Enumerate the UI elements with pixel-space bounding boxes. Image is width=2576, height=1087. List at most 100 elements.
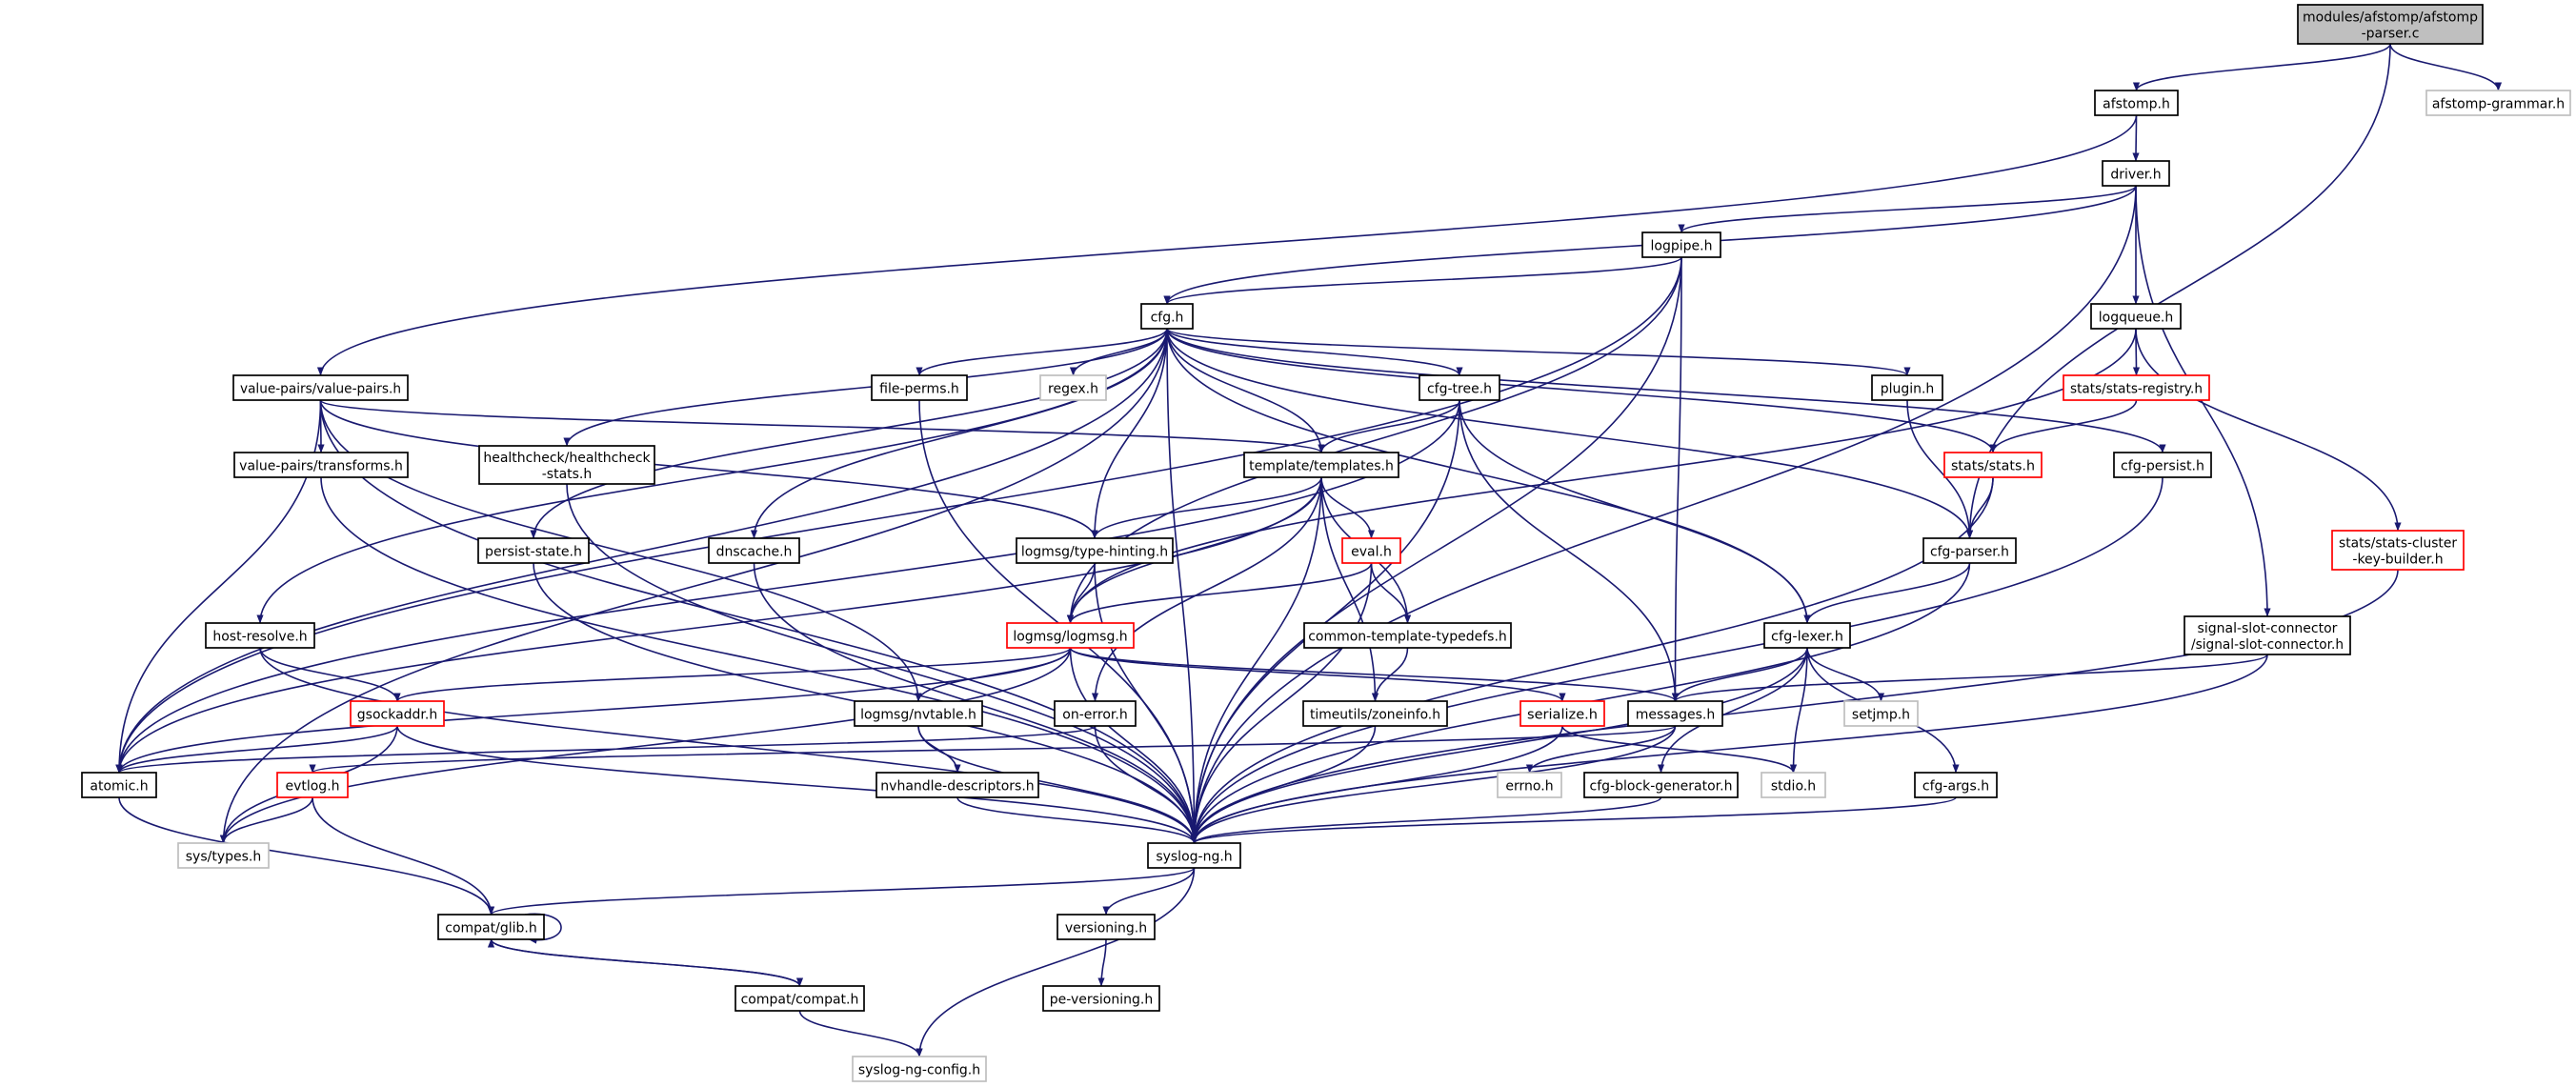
node-box[interactable]: [1016, 537, 1174, 564]
node-box[interactable]: [852, 1056, 987, 1082]
node-box[interactable]: [1147, 842, 1241, 869]
node-box[interactable]: [1341, 537, 1401, 564]
node-box[interactable]: [2102, 160, 2170, 187]
node-box[interactable]: [177, 842, 270, 869]
node-box[interactable]: [2063, 374, 2210, 401]
node-box[interactable]: [2113, 452, 2212, 478]
node-box[interactable]: [2425, 90, 2571, 116]
node-templates[interactable]: template/templates.h: [1243, 452, 1399, 478]
node-box[interactable]: [1871, 374, 1943, 401]
node-messages[interactable]: messages.h: [1627, 700, 1723, 727]
node-box[interactable]: [1140, 303, 1194, 330]
node-box[interactable]: [477, 537, 590, 564]
node-box[interactable]: [1419, 374, 1500, 401]
node-typehinting[interactable]: logmsg/type-hinting.h: [1016, 537, 1174, 564]
node-persiststate[interactable]: persist-state.h: [477, 537, 590, 564]
node-box[interactable]: [1039, 374, 1107, 401]
node-dnscache[interactable]: dnscache.h: [708, 537, 800, 564]
node-logmsg[interactable]: logmsg/logmsg.h: [1006, 622, 1135, 649]
node-slot[interactable]: signal-slot-connector/signal-slot-connec…: [2184, 615, 2351, 655]
node-root[interactable]: modules/afstomp/afstomp-parser.c: [2297, 4, 2484, 45]
node-box[interactable]: [1042, 985, 1160, 1012]
node-box[interactable]: [1519, 700, 1605, 727]
node-valuepairs[interactable]: value-pairs/value-pairs.h: [232, 374, 409, 401]
node-box[interactable]: [2094, 90, 2179, 116]
node-box[interactable]: [205, 622, 315, 649]
node-blockgen[interactable]: cfg-block-generator.h: [1583, 772, 1739, 798]
node-setjmp[interactable]: setjmp.h: [1843, 700, 1919, 727]
node-peversioning[interactable]: pe-versioning.h: [1042, 985, 1160, 1012]
node-cfgparser[interactable]: cfg-parser.h: [1922, 537, 2017, 564]
node-afstomp[interactable]: afstomp.h: [2094, 90, 2179, 116]
node-box[interactable]: [1583, 772, 1739, 798]
node-box[interactable]: [1627, 700, 1723, 727]
node-cfglexer[interactable]: cfg-lexer.h: [1763, 622, 1851, 649]
node-glib[interactable]: compat/glib.h: [437, 914, 545, 940]
node-cfgargs[interactable]: cfg-args.h: [1914, 772, 1998, 798]
node-box[interactable]: [81, 772, 157, 798]
node-box[interactable]: [350, 700, 445, 727]
node-box[interactable]: [1057, 914, 1156, 940]
node-regex[interactable]: regex.h: [1039, 374, 1107, 401]
node-logqueue[interactable]: logqueue.h: [2090, 303, 2182, 330]
node-box[interactable]: [2090, 303, 2182, 330]
node-box[interactable]: [437, 914, 545, 940]
node-box[interactable]: [1761, 772, 1826, 798]
node-box[interactable]: [1943, 452, 2043, 478]
node-nvhandle[interactable]: nvhandle-descriptors.h: [875, 772, 1039, 798]
node-fileperms[interactable]: file-perms.h: [871, 374, 968, 401]
node-box[interactable]: [708, 537, 800, 564]
node-box[interactable]: [1914, 772, 1998, 798]
node-statsreg[interactable]: stats/stats-registry.h: [2063, 374, 2210, 401]
node-versioning[interactable]: versioning.h: [1057, 914, 1156, 940]
node-stats[interactable]: stats/stats.h: [1943, 452, 2043, 478]
node-box[interactable]: [2297, 4, 2484, 45]
node-config[interactable]: syslog-ng-config.h: [852, 1056, 987, 1082]
node-logpipe[interactable]: logpipe.h: [1641, 231, 1721, 258]
node-cfg[interactable]: cfg.h: [1140, 303, 1194, 330]
node-box[interactable]: [1006, 622, 1135, 649]
node-grammar[interactable]: afstomp-grammar.h: [2425, 90, 2571, 116]
node-box[interactable]: [478, 445, 655, 485]
node-nvtable[interactable]: logmsg/nvtable.h: [854, 700, 983, 727]
node-box[interactable]: [854, 700, 983, 727]
node-keybuilder[interactable]: stats/stats-cluster-key-builder.h: [2331, 530, 2465, 571]
node-box[interactable]: [875, 772, 1039, 798]
node-errno[interactable]: errno.h: [1497, 772, 1562, 798]
node-gsockaddr[interactable]: gsockaddr.h: [350, 700, 445, 727]
node-eval[interactable]: eval.h: [1341, 537, 1401, 564]
node-box[interactable]: [233, 452, 409, 478]
node-box[interactable]: [1303, 622, 1512, 649]
node-hostresolve[interactable]: host-resolve.h: [205, 622, 315, 649]
node-cfgpersist[interactable]: cfg-persist.h: [2113, 452, 2212, 478]
node-box[interactable]: [1497, 772, 1562, 798]
node-box[interactable]: [871, 374, 968, 401]
node-box[interactable]: [276, 772, 349, 798]
node-box[interactable]: [1243, 452, 1399, 478]
node-box[interactable]: [232, 374, 409, 401]
node-box[interactable]: [1843, 700, 1919, 727]
node-box[interactable]: [1054, 700, 1137, 727]
node-box[interactable]: [2331, 530, 2465, 571]
node-box[interactable]: [2184, 615, 2351, 655]
node-box[interactable]: [735, 985, 865, 1012]
node-box[interactable]: [1922, 537, 2017, 564]
node-driver[interactable]: driver.h: [2102, 160, 2170, 187]
node-onerror[interactable]: on-error.h: [1054, 700, 1137, 727]
node-systypes[interactable]: sys/types.h: [177, 842, 270, 869]
node-box[interactable]: [1641, 231, 1721, 258]
node-box[interactable]: [1302, 700, 1448, 727]
node-atomic[interactable]: atomic.h: [81, 772, 157, 798]
node-compat[interactable]: compat/compat.h: [735, 985, 865, 1012]
node-healthcheck[interactable]: healthcheck/healthcheck-stats.h: [478, 445, 655, 485]
node-transforms[interactable]: value-pairs/transforms.h: [233, 452, 409, 478]
node-serialize[interactable]: serialize.h: [1519, 700, 1605, 727]
node-cfgtree[interactable]: cfg-tree.h: [1419, 374, 1500, 401]
node-evtlog[interactable]: evtlog.h: [276, 772, 349, 798]
node-typedefs[interactable]: common-template-typedefs.h: [1303, 622, 1512, 649]
node-plugin[interactable]: plugin.h: [1871, 374, 1943, 401]
node-stdio[interactable]: stdio.h: [1761, 772, 1826, 798]
node-box[interactable]: [1763, 622, 1851, 649]
node-zoneinfo[interactable]: timeutils/zoneinfo.h: [1302, 700, 1448, 727]
node-syslogng[interactable]: syslog-ng.h: [1147, 842, 1241, 869]
